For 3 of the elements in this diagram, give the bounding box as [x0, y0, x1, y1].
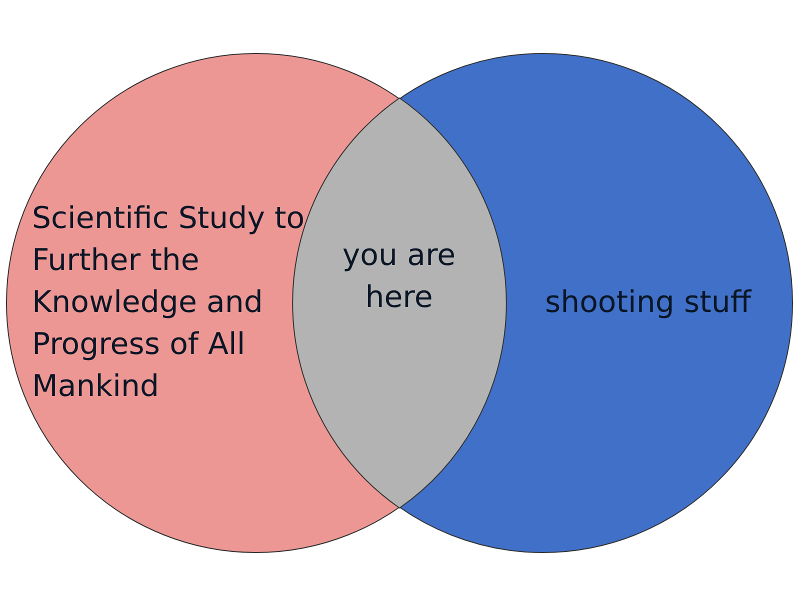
- region-label: shooting stuff: [544, 284, 753, 322]
- region-label: you are here: [341, 237, 457, 317]
- region-label: Scientific Study to Further the Knowledge and Progress of All Mankind: [32, 200, 306, 406]
